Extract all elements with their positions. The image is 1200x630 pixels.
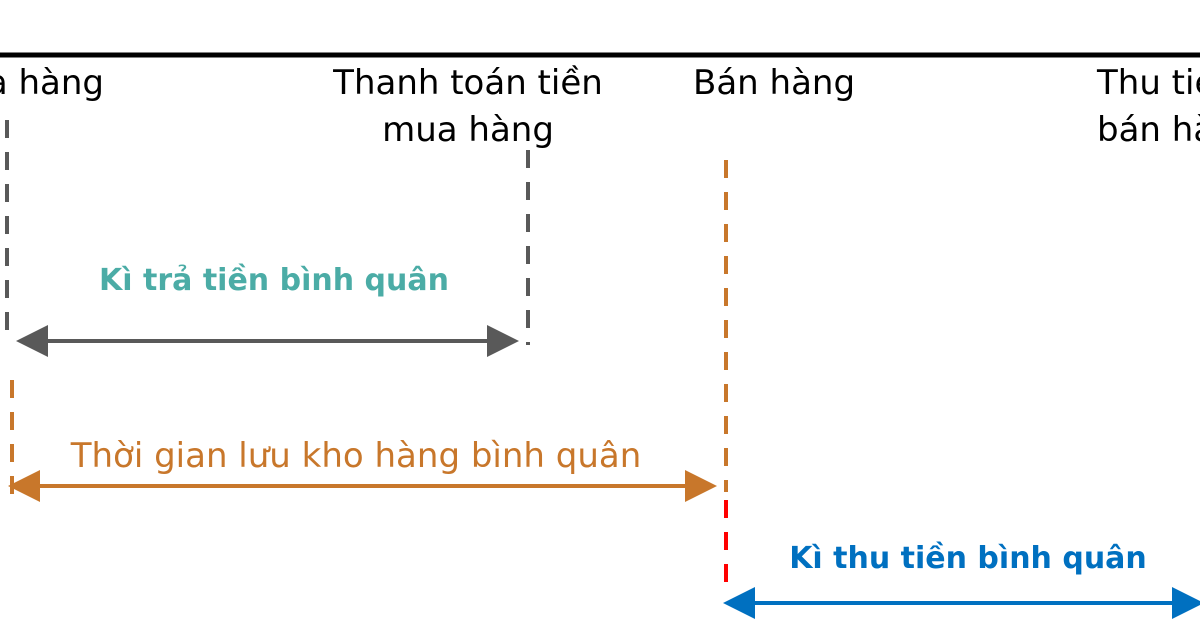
receivables-period-label: Kì thu tiền bình quân [789, 541, 1147, 576]
event-purchase: Mua hàng [0, 63, 104, 103]
inventory-period-label: Thời gian lưu kho hàng bình quân [70, 436, 642, 476]
event-pay-purchase-line1: Thanh toán tiền [332, 63, 603, 103]
event-sale: Bán hàng [693, 63, 855, 103]
event-collect-line2: bán hàng [1097, 110, 1200, 150]
payables-period-label: Kì trả tiền bình quân [99, 263, 449, 298]
event-collect-line1: Thu tiền [1096, 63, 1200, 103]
event-pay-purchase-line2: mua hàng [382, 110, 554, 150]
